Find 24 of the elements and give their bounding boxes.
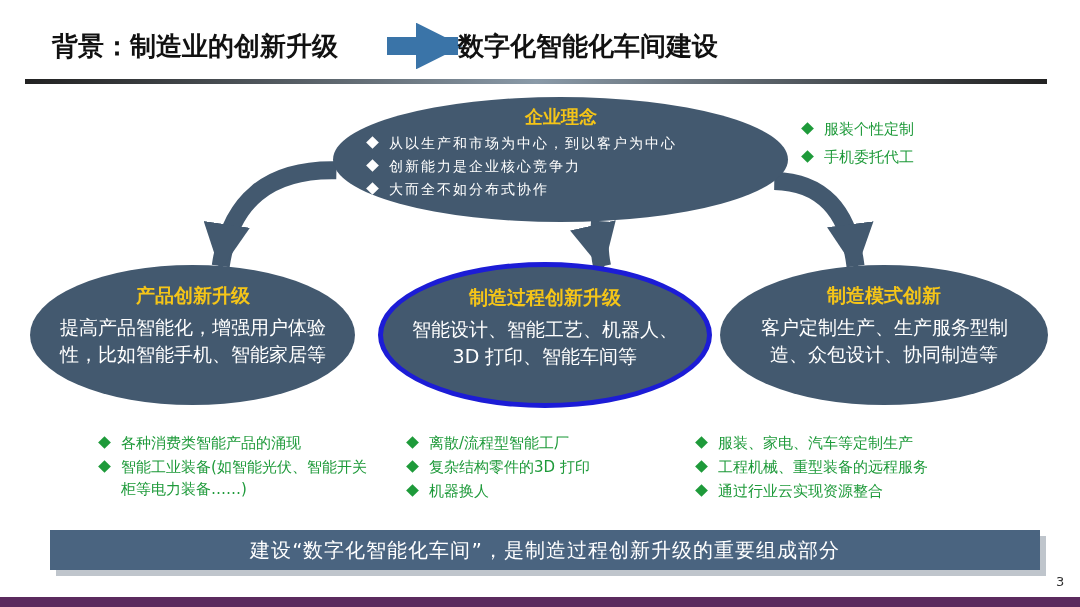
bullet-text: 服装个性定制 bbox=[824, 119, 914, 140]
title-text: 数字化智能化车间建设 bbox=[458, 28, 778, 64]
bullet-text: 服装、家电、汽车等定制生产 bbox=[718, 433, 913, 454]
bullet-text: 工程机械、重型装备的远程服务 bbox=[718, 457, 928, 478]
bullet-text: 手机委托代工 bbox=[824, 147, 914, 168]
bullet-text: 各种消费类智能产品的涌现 bbox=[121, 433, 301, 454]
arrow bbox=[387, 22, 463, 70]
bullet-text: 智能工业装备(如智能光伏、智能开关柜等电力装备……) bbox=[121, 457, 368, 500]
bullet-text: 通过行业云实现资源整合 bbox=[718, 481, 883, 502]
page-number: 3 bbox=[1056, 573, 1065, 591]
node-description: 客户定制生产、生产服务型制造、众包设计、协同制造等 bbox=[759, 314, 1009, 367]
bullet-text: 创新能力是企业核心竞争力 bbox=[389, 157, 581, 176]
node-heading: 制造过程创新升级 bbox=[469, 285, 621, 310]
title-text: 背景：制造业的创新升级 bbox=[52, 28, 387, 64]
node-heading: 制造模式创新 bbox=[827, 283, 941, 308]
node-heading: 产品创新升级 bbox=[135, 283, 250, 308]
bullet-text: 从以生产和市场为中心，到以客户为中心 bbox=[389, 134, 677, 153]
bullet-text: 复杂结构零件的3D 打印 bbox=[429, 457, 590, 478]
node-heading: 企业理念 bbox=[524, 105, 597, 129]
node-description: 智能设计、智能工艺、机器人、3D 打印、智能车间等 bbox=[411, 316, 679, 369]
node-description: 提高产品智能化，增强用户体验性，比如智能手机、智能家居等 bbox=[58, 314, 327, 367]
bullet-text: 大而全不如分布式协作 bbox=[389, 180, 549, 199]
bullet-text: 机器换人 bbox=[429, 481, 489, 502]
bullet-text: 离散/流程型智能工厂 bbox=[429, 433, 570, 454]
